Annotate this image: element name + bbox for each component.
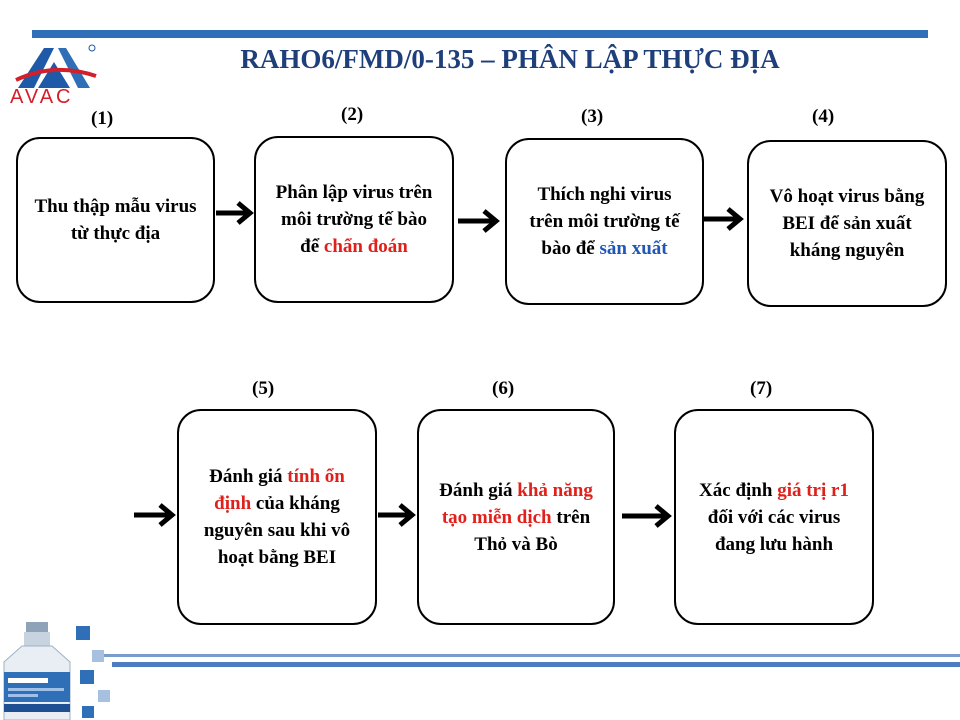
decor-square bbox=[80, 670, 94, 684]
step-box-5: Đánh giá tính ổn định của kháng nguyên s… bbox=[177, 409, 377, 625]
footer-line bbox=[92, 654, 960, 657]
vaccine-bottle-image bbox=[3, 622, 71, 720]
step-text-part: Đánh giá bbox=[439, 479, 518, 501]
step-box-7: Xác định giá trị r1 đối với các virus đa… bbox=[674, 409, 874, 625]
step-number-6: (6) bbox=[492, 378, 515, 399]
arrow-right-icon bbox=[216, 201, 254, 225]
header-bar bbox=[32, 30, 928, 38]
step-text-5: Đánh giá tính ổn định của kháng nguyên s… bbox=[193, 463, 361, 571]
step-text-2: Phân lập virus trên môi trường tế bào để… bbox=[270, 179, 438, 260]
step-text-1: Thu thập mẫu virus từ thực địa bbox=[32, 193, 199, 247]
step-number-7: (7) bbox=[750, 378, 773, 399]
decor-square bbox=[98, 690, 110, 702]
step-box-4: Vô hoạt virus bằng BEI để sản xuất kháng… bbox=[747, 140, 947, 307]
step-text-part: Thu thập mẫu virus từ thực địa bbox=[34, 196, 197, 244]
step-text-part: đối với các virus đang lưu hành bbox=[707, 506, 841, 555]
step-highlight: tính ổn định bbox=[214, 466, 345, 514]
arrow-right-icon bbox=[458, 209, 500, 233]
step-highlight: sản xuất bbox=[599, 238, 668, 259]
step-box-2: Phân lập virus trên môi trường tế bào để… bbox=[254, 136, 454, 303]
step-text-part: trên Thỏ và Bò bbox=[474, 506, 591, 555]
step-text-4: Vô hoạt virus bằng BEI để sản xuất kháng… bbox=[763, 183, 931, 264]
step-text-3: Thích nghi virus trên môi trường tế bào … bbox=[521, 181, 688, 262]
step-highlight: chẩn đoán bbox=[323, 236, 408, 257]
step-number-4: (4) bbox=[812, 106, 835, 127]
step-number-2: (2) bbox=[341, 104, 364, 125]
step-highlight: khả năng tạo miễn dịch bbox=[441, 479, 593, 528]
page-title: RAHO6/FMD/0-135 – PHÂN LẬP THỰC ĐỊA bbox=[240, 44, 780, 74]
step-highlight: giá trị r1 bbox=[777, 479, 849, 501]
step-text-part: Xác định bbox=[699, 479, 778, 501]
decor-square bbox=[82, 706, 94, 718]
logo-text: AVAC bbox=[10, 86, 74, 108]
footer-line bbox=[112, 662, 960, 667]
step-number-1: (1) bbox=[91, 108, 114, 129]
step-text-part: Vô hoạt virus bằng BEI để sản xuất kháng… bbox=[769, 186, 925, 261]
arrow-right-icon bbox=[704, 207, 744, 231]
step-text-part: Đánh giá bbox=[209, 466, 288, 487]
step-number-3: (3) bbox=[581, 106, 604, 127]
decor-square bbox=[92, 650, 104, 662]
step-box-3: Thích nghi virus trên môi trường tế bào … bbox=[505, 138, 704, 305]
arrow-right-icon bbox=[134, 503, 176, 527]
step-box-6: Đánh giá khả năng tạo miễn dịch trên Thỏ… bbox=[417, 409, 615, 625]
step-text-6: Đánh giá khả năng tạo miễn dịch trên Thỏ… bbox=[433, 477, 599, 558]
step-text-part: Phân lập virus trên môi trường tế bào để bbox=[275, 182, 433, 257]
arrow-right-icon bbox=[378, 503, 416, 527]
decor-square bbox=[76, 626, 90, 640]
avac-logo bbox=[15, 44, 97, 88]
step-text-7: Xác định giá trị r1 đối với các virus đa… bbox=[690, 477, 858, 558]
step-box-1: Thu thập mẫu virus từ thực địa bbox=[16, 137, 215, 303]
step-number-5: (5) bbox=[252, 378, 275, 399]
arrow-right-icon bbox=[622, 504, 672, 528]
step-text-part: của kháng nguyên sau khi vô hoạt bằng BE… bbox=[203, 493, 351, 568]
step-text-part: Thích nghi virus trên môi trường tế bào … bbox=[529, 184, 680, 259]
